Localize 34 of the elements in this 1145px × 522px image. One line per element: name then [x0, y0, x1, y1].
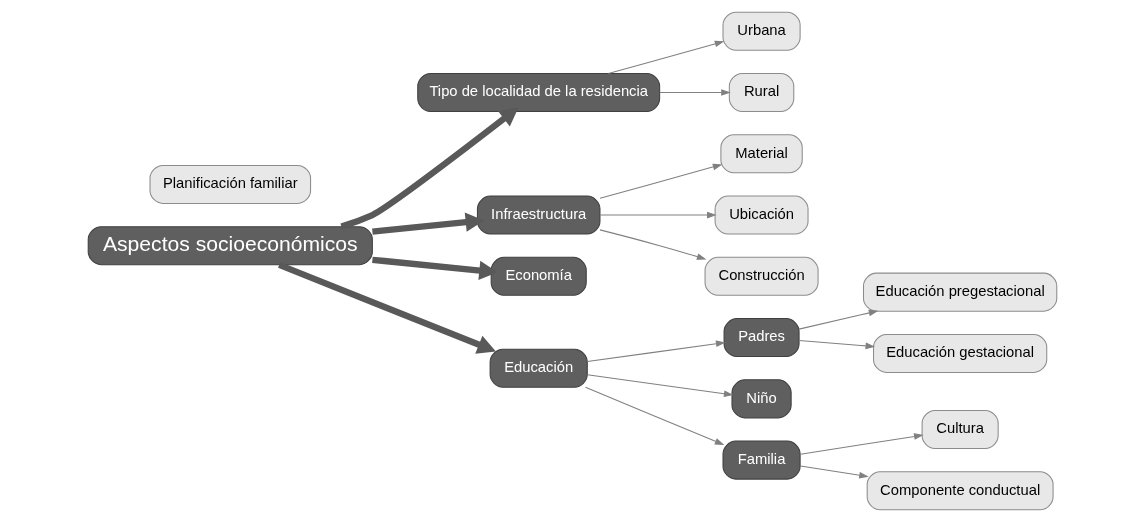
arrow	[586, 340, 726, 363]
node-box: Planificación familiar	[149, 164, 312, 204]
node-box: Educación	[489, 348, 588, 388]
arrow	[599, 211, 717, 219]
node-box: Infraestructura	[476, 195, 601, 235]
node-box: Educación pregestacional	[862, 272, 1058, 312]
node-box: Niño	[731, 379, 792, 419]
arrow	[586, 374, 734, 398]
arrow	[278, 261, 496, 354]
arrow	[599, 229, 707, 260]
arrow	[799, 465, 869, 479]
node-box: Padres	[723, 318, 800, 358]
arrow	[584, 386, 725, 446]
node-box: Educación gestacional	[873, 333, 1048, 373]
node-box: Cultura	[921, 409, 999, 449]
node-box: Aspectos socioeconómicos	[87, 226, 373, 266]
node-box: Ubicación	[714, 195, 809, 235]
node-box: Economía	[490, 256, 587, 296]
arrow	[798, 309, 879, 330]
node-box: Construcción	[704, 256, 819, 296]
node-box: Urbana	[722, 11, 801, 51]
arrow	[798, 340, 876, 350]
arrow	[340, 107, 519, 230]
arrow	[799, 433, 924, 455]
arrow	[659, 89, 731, 96]
node-box: Tipo de localidad de la residencia	[417, 73, 661, 113]
node-box: Componente conductual	[866, 471, 1054, 511]
arrow	[607, 40, 725, 74]
node-box: Familia	[722, 440, 801, 480]
arrow	[372, 212, 485, 235]
arrow	[599, 163, 723, 199]
node-box: Rural	[728, 73, 795, 113]
node-box: Material	[720, 134, 803, 174]
arrow	[372, 256, 498, 281]
